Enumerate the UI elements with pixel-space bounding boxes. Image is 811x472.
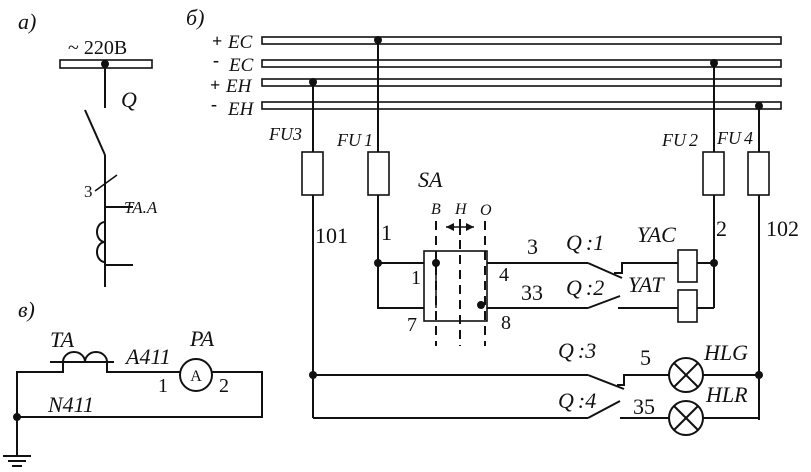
contact-q3-fixed: [617, 374, 669, 386]
bus-1-sign: +: [212, 31, 222, 51]
wire-2-label: 2: [716, 216, 727, 241]
switch-contact-o-dot: [477, 301, 485, 309]
coil-yat: [677, 289, 698, 323]
bus-plus-ec: [261, 36, 782, 45]
bus-minus-ec: [261, 59, 782, 68]
switch-contact-b-dot: [432, 259, 440, 267]
terminal-1-label: 1: [411, 267, 421, 289]
ct-ta-label: TA: [50, 327, 75, 352]
bus-3-name: EH: [225, 76, 253, 97]
coil-yac-label: YAC: [637, 222, 676, 247]
panel-c: в) TA A411 PA A 1 2 N411: [3, 297, 263, 467]
contact-q1-blade: [587, 262, 623, 279]
breaker-label: Q: [121, 87, 137, 112]
ammeter-terminal-1: 1: [158, 375, 168, 397]
wire-3-label: 3: [527, 234, 538, 259]
bus-1-name: EC: [227, 32, 253, 53]
panel-c-label: в): [18, 297, 35, 322]
contact-q1-fixed: [614, 262, 678, 274]
fuse-fu4: [747, 151, 770, 196]
ammeter-terminal-2: 2: [219, 375, 229, 397]
neutral-wire-label: N411: [47, 392, 94, 417]
wire-102-label: 102: [766, 216, 799, 241]
fuse-fu3-label: FU3: [268, 124, 302, 144]
fuse-fu1: [367, 151, 390, 196]
terminal-8-label: 8: [501, 312, 511, 334]
wire-2-junction-dot: [710, 259, 718, 267]
ammeter-label: PA: [189, 326, 215, 351]
fuse-fu3: [301, 151, 324, 196]
phase-wire-a411: [106, 362, 180, 373]
panel-a-label: a): [18, 9, 36, 34]
wire-1: [377, 195, 424, 309]
bus-4-name: EH: [227, 99, 255, 120]
ammeter-symbol: A: [190, 368, 202, 385]
lamp-hlr-cross-2: [673, 405, 699, 431]
breaker-q-contact: [84, 109, 106, 156]
contact-q3-label: Q:3: [558, 338, 596, 363]
dc-buses: + EC - EC + EH - EH: [210, 31, 782, 120]
contact-q1-label: Q:1: [566, 230, 604, 255]
lamp-hlg-cross-2: [673, 362, 699, 388]
bus-3-sign: +: [210, 75, 220, 95]
wire-1-junction-dot: [374, 259, 382, 267]
wire-101-label: 101: [315, 223, 348, 248]
bus-4-sign: -: [211, 94, 217, 114]
wire-33-label: 33: [521, 280, 543, 305]
three-wire-tick: [94, 174, 118, 192]
ct-ta-winding: [62, 351, 108, 363]
lamp-hlr-return: [703, 375, 760, 419]
wire-count-label: 3: [84, 182, 93, 201]
ground-junction-dot: [13, 413, 21, 421]
contact-q4-label: Q:4: [558, 388, 596, 413]
contact-q2-label: Q:2: [566, 275, 604, 300]
wire-5-label: 5: [640, 345, 651, 370]
coil-yat-label: YAT: [628, 272, 665, 297]
position-h-label: H: [454, 201, 468, 218]
lamp-hlg-label: HLG: [703, 340, 748, 365]
panel-b: б) + EC - EC + EH - EH F: [186, 5, 799, 436]
position-b-label: B: [431, 201, 441, 218]
switch-arrow-left-head: [446, 223, 454, 231]
fuse-fu2: [702, 151, 725, 196]
wire-101-junction-dot: [309, 371, 317, 379]
terminal-7-label: 7: [407, 314, 417, 336]
coil-yac: [677, 249, 698, 283]
bus-2-sign: -: [213, 50, 219, 70]
lamp-hlr-label: HLR: [705, 382, 748, 407]
ct-left-lead: [16, 362, 64, 418]
terminal-4-label: 4: [499, 264, 509, 286]
switch-sa-body: [423, 250, 488, 322]
panel-a: a) ~ 220B Q 3 TA.A: [18, 9, 158, 287]
contact-q3-blade: [587, 374, 625, 390]
panel-b-label: б): [186, 5, 204, 30]
current-transformer-winding: [96, 221, 106, 263]
ct-label: TA.A: [124, 198, 158, 217]
ammeter-circle: [179, 358, 213, 392]
bus-2-name: EC: [228, 55, 254, 76]
wire-1-label: 1: [381, 220, 392, 245]
contact-q2-blade: [587, 295, 621, 309]
bus-plus-eh: [261, 78, 782, 87]
neutral-return-wire: [17, 371, 263, 418]
supply-voltage-label: ~ 220B: [68, 37, 127, 59]
wire-35-label: 35: [633, 394, 655, 419]
phase-wire-label: A411: [124, 344, 171, 369]
bus-minus-eh: [261, 101, 782, 110]
switch-sa-label: SA: [418, 167, 443, 192]
switch-arrow-right-head: [466, 223, 474, 231]
contact-q4-blade: [587, 400, 621, 419]
position-o-label: O: [480, 202, 492, 219]
